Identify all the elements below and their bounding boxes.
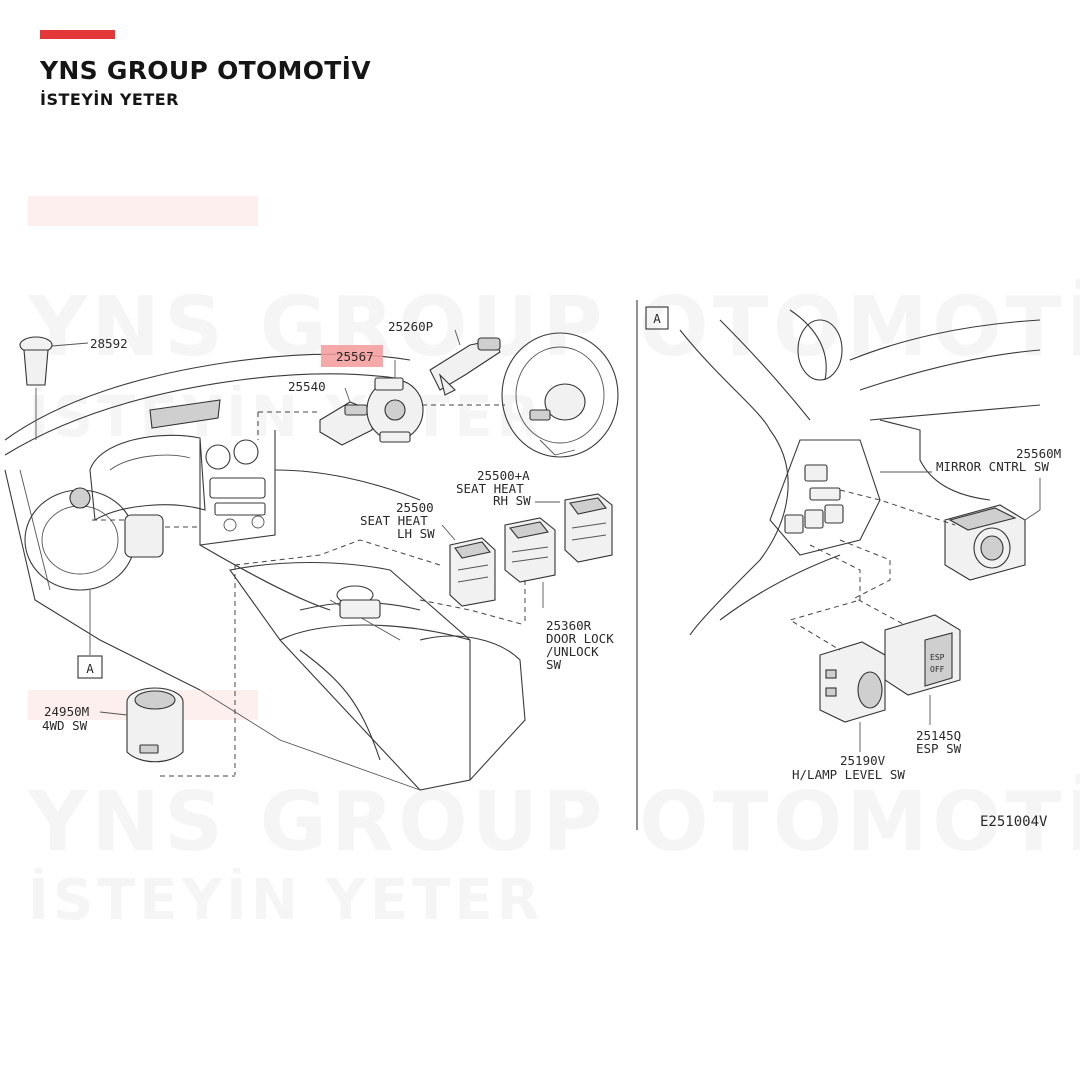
svg-text:A: A xyxy=(86,661,94,676)
dashboard-illustration xyxy=(4,353,526,791)
lower-dash-illustration xyxy=(679,309,1041,636)
part-desc: LH SW xyxy=(397,526,435,541)
section-marker-left: A xyxy=(77,655,103,679)
part-label: 25540 xyxy=(288,379,326,394)
part-label: 25500+A xyxy=(477,468,530,483)
part-25190v-headlamp-level-switch xyxy=(819,641,886,723)
part-label: 25360R xyxy=(546,618,592,633)
part-25360r-door-lock-switch xyxy=(504,517,556,583)
brand-accent-bar xyxy=(40,30,115,39)
part-desc: SEAT HEAT xyxy=(456,481,524,496)
diagram-reference-code: E251004V xyxy=(980,814,1048,830)
part-25567-clock-spring xyxy=(366,360,424,443)
part-label: 25260P xyxy=(388,319,433,334)
faint-highlight-block xyxy=(28,196,258,226)
part-28592-clip xyxy=(19,336,89,440)
part-25540-switch xyxy=(319,387,376,446)
svg-text:A: A xyxy=(653,311,661,326)
part-label: 24950M xyxy=(44,704,89,719)
part-label: 25145Q xyxy=(916,728,961,743)
part-desc: RH SW xyxy=(493,493,531,508)
right-leader-lines xyxy=(788,471,1041,752)
part-24950m-4wd-switch xyxy=(126,687,184,763)
part-25560m-mirror-control-switch xyxy=(944,504,1026,581)
part-desc: DOOR LOCK xyxy=(546,631,614,646)
steering-wheel-illustration xyxy=(501,332,619,458)
part-label: 28592 xyxy=(90,336,128,351)
part-label: 25190V xyxy=(840,753,886,768)
brand-title: YNS GROUP OTOMOTİV xyxy=(40,56,371,85)
part-desc: 4WD SW xyxy=(42,718,88,733)
part-desc: MIRROR CNTRL SW xyxy=(936,459,1049,474)
brand-subtitle: İSTEYİN YETER xyxy=(40,90,179,109)
part-label-highlighted: 25567 xyxy=(336,349,374,364)
part-desc: /UNLOCK xyxy=(546,644,599,659)
part-desc: SEAT HEAT xyxy=(360,513,428,528)
part-25260p-combination-switch xyxy=(429,329,501,396)
part-highlight xyxy=(321,345,383,367)
part-25500a-seat-heat-rh-switch xyxy=(564,493,613,563)
left-leader-lines xyxy=(89,404,560,777)
svg-text:OFF: OFF xyxy=(930,665,945,674)
part-desc: SW xyxy=(546,657,562,672)
part-25500-seat-heat-lh-switch xyxy=(449,537,496,607)
section-marker-right: A xyxy=(645,306,669,330)
part-desc: H/LAMP LEVEL SW xyxy=(792,767,905,782)
part-label: 25500 xyxy=(396,500,434,515)
part-desc: ESP SW xyxy=(916,741,962,756)
part-label: 25560M xyxy=(1016,446,1061,461)
svg-text:ESP: ESP xyxy=(930,653,945,662)
part-25145q-esp-switch: ESP OFF xyxy=(884,614,961,696)
